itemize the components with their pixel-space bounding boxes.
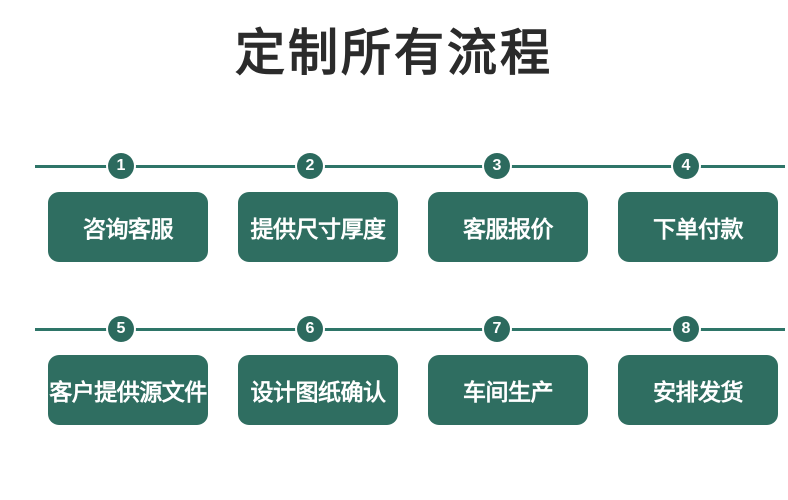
connector-line-row-1 <box>35 165 785 168</box>
step-label-4: 下单付款 <box>653 216 744 242</box>
step-badge-3: 3 <box>484 153 510 179</box>
process-row-2: 5 6 7 8 客户提供源文件 设计图纸确认 车间生产 安排发货 <box>0 316 788 426</box>
step-badge-1: 1 <box>108 153 134 179</box>
step-number-2: 2 <box>305 157 315 174</box>
step-label-5: 客户提供源文件 <box>49 379 207 405</box>
step-number-5: 5 <box>116 320 126 337</box>
step-number-6: 6 <box>305 320 315 337</box>
step-label-3: 客服报价 <box>463 216 554 242</box>
step-box-3: 客服报价 <box>428 192 588 262</box>
step-box-5: 客户提供源文件 <box>48 355 208 425</box>
step-number-4: 4 <box>681 157 691 174</box>
step-box-4: 下单付款 <box>618 192 778 262</box>
step-badge-6: 6 <box>297 316 323 342</box>
step-label-6: 设计图纸确认 <box>250 379 387 405</box>
step-label-1: 咨询客服 <box>83 216 174 242</box>
step-box-1: 咨询客服 <box>48 192 208 262</box>
page-title: 定制所有流程 <box>235 25 553 81</box>
connector-line-row-2 <box>35 328 785 331</box>
step-box-8: 安排发货 <box>618 355 778 425</box>
step-badge-7: 7 <box>484 316 510 342</box>
step-badge-4: 4 <box>673 153 699 179</box>
step-box-6: 设计图纸确认 <box>238 355 398 425</box>
step-number-8: 8 <box>681 320 691 337</box>
step-badge-2: 2 <box>297 153 323 179</box>
step-label-2: 提供尺寸厚度 <box>250 216 387 242</box>
step-number-3: 3 <box>492 157 502 174</box>
step-label-8: 安排发货 <box>653 379 744 405</box>
step-number-1: 1 <box>116 157 126 174</box>
step-box-7: 车间生产 <box>428 355 588 425</box>
process-row-1: 1 2 3 4 咨询客服 提供尺寸厚度 客服报价 下单付款 <box>0 153 788 263</box>
step-number-7: 7 <box>492 320 502 337</box>
step-label-7: 车间生产 <box>463 379 554 405</box>
step-box-2: 提供尺寸厚度 <box>238 192 398 262</box>
step-badge-8: 8 <box>673 316 699 342</box>
step-badge-5: 5 <box>108 316 134 342</box>
